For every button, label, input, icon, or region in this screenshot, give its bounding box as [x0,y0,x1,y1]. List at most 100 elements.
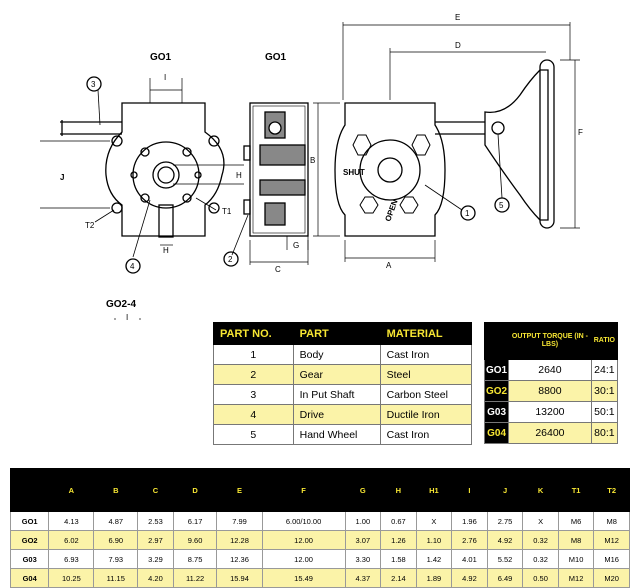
dimension-value: 12.00 [261,530,346,550]
model-name: GO2 [483,380,510,402]
part-material: Carbon Steel [379,384,473,405]
model-name: GO1 [483,359,510,381]
dimension-value: 1.58 [380,549,417,569]
callout-5: 5 [499,201,504,210]
callout-2: 2 [228,255,233,264]
dimension-value: 1.42 [415,549,453,569]
dimension-value: 5.52 [486,549,524,569]
table-row: G04 26400 80:1 [483,422,619,444]
dimension-value: X [522,511,559,531]
part-name: In Put Shaft [292,384,381,405]
dimension-value: 7.93 [93,549,139,569]
dimension-value: M10 [557,549,595,569]
callout-4: 4 [130,262,135,271]
dim-label-t1: T1 [222,207,232,216]
dimension-value: 2.53 [137,511,174,531]
dimension-value: 7.99 [216,511,263,531]
header-dim: A [48,468,95,512]
face-label-shut: SHUT [343,168,365,177]
part-no: 1 [213,344,294,365]
dim-label-e: E [455,13,460,22]
dimension-value: 2.97 [137,530,174,550]
dimension-value: 15.94 [216,568,263,588]
dim-label-g: G [293,241,299,250]
header-dim: H [380,468,417,512]
dimension-value: 8.75 [172,549,218,569]
dimension-value: 4.37 [344,568,382,588]
go1-section-view [223,102,309,267]
dim-label-t2: T2 [85,221,95,230]
header-blank [483,322,510,360]
part-no: 3 [213,384,294,405]
go2-dim-label-i: I [126,313,128,320]
header-dim: H1 [415,468,453,512]
dimension-value: 0.32 [522,549,559,569]
header-dim: K [522,468,559,512]
dimension-value: 1.96 [451,511,488,531]
part-material: Cast Iron [379,344,473,365]
dim-label-a: A [386,261,392,270]
face-label-open: OPEN [383,198,399,223]
table-row: 2 Gear Steel [213,364,473,385]
dim-label-d: D [455,41,461,50]
dimension-value: 6.90 [93,530,139,550]
table-row: GO1 2640 24:1 [483,359,619,381]
dimension-value: 2.76 [451,530,488,550]
ratio-value: 30:1 [590,380,619,402]
header-part-no: PART NO. [213,322,294,345]
dimension-value: 4.92 [451,568,488,588]
dim-label-h: H [163,246,169,255]
side-view-handwheel [313,22,580,262]
dimension-value: 12.36 [216,549,263,569]
dimension-value: 4.20 [137,568,174,588]
part-material: Cast Iron [379,424,473,445]
dim-label-i: I [164,73,166,82]
torque-table-header: OUTPUT TORQUE (IN - LBS) RATIO [483,322,619,360]
dimension-value: 12.00 [261,549,346,569]
ratio-value: 50:1 [590,401,619,423]
parts-table: PART NO. PART MATERIAL 1 Body Cast Iron … [213,322,473,445]
dimension-value: 6.17 [172,511,218,531]
dimension-value: 6.02 [48,530,95,550]
dim-label-c: C [275,265,281,274]
header-dim: J [486,468,524,512]
title-go1-section: GO1 [265,52,287,63]
header-part: PART [292,322,381,345]
dimension-value: M6 [557,511,595,531]
ratio-value: 24:1 [590,359,619,381]
header-model [9,468,50,512]
dimension-value: M8 [593,511,630,531]
model-name: GO2 [9,530,50,550]
dimension-value: M8 [557,530,595,550]
dimension-value: 11.15 [93,568,139,588]
torque-value: 8800 [508,380,592,402]
table-row: G03 13200 50:1 [483,401,619,423]
header-dim: G [344,468,382,512]
dimension-value: 1.89 [415,568,453,588]
dimension-value: 15.49 [261,568,346,588]
header-dim: E [216,468,263,512]
part-no: 5 [213,424,294,445]
part-name: Body [292,344,381,365]
part-material: Steel [379,364,473,385]
dimension-value: M12 [593,530,630,550]
dimension-value: 6.93 [48,549,95,569]
go1-front-view [40,76,244,274]
dimension-value: 4.01 [451,549,488,569]
technical-drawings: GO1 GO1 GO2-4 I J H H T1 T2 G C B A D E … [40,13,583,320]
part-name: Drive [292,404,381,425]
dimension-value: 1.26 [380,530,417,550]
dimension-value: 3.29 [137,549,174,569]
dimension-value: 4.13 [48,511,95,531]
model-name: G03 [9,549,50,569]
header-dim: T1 [557,468,595,512]
table-row: 5 Hand Wheel Cast Iron [213,424,473,445]
dimension-value: 6.49 [486,568,524,588]
model-name: G03 [483,401,510,423]
dimension-value: 4.92 [486,530,524,550]
